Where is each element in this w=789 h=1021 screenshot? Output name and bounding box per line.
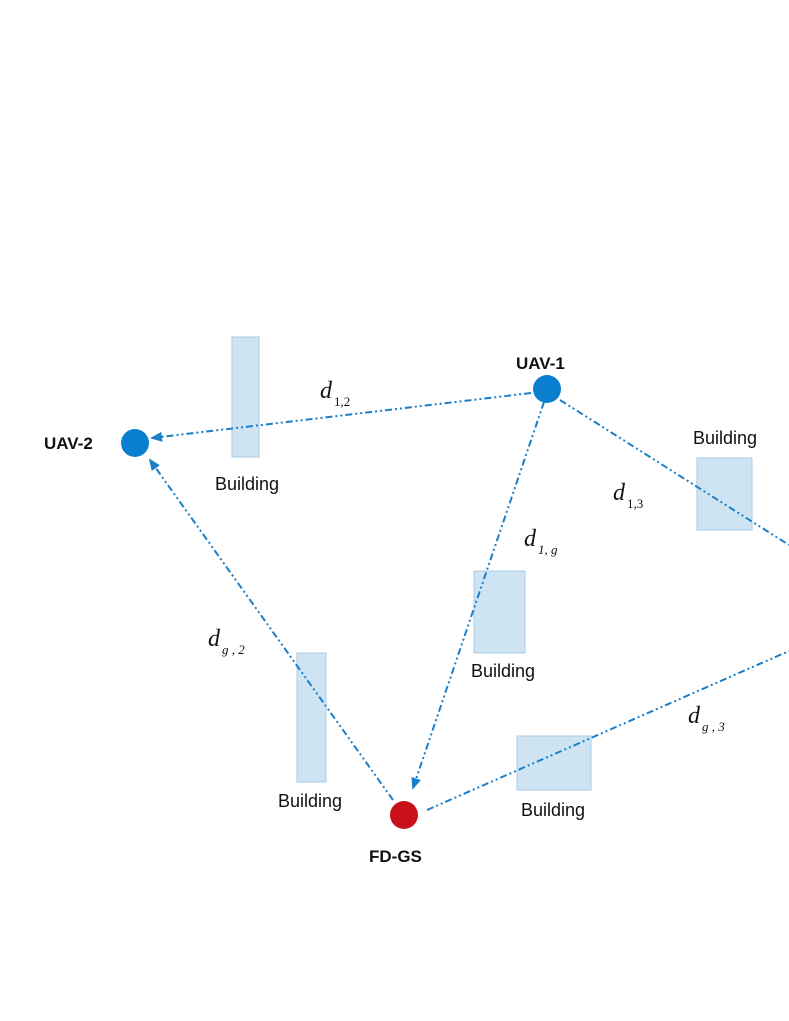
svg-text:d: d [320, 378, 333, 404]
building-3-label: Building [471, 661, 535, 681]
building-4-label: Building [521, 800, 585, 820]
svg-text:1,3: 1,3 [627, 496, 643, 511]
distance-d12-label: d 1,2 [320, 378, 350, 409]
building-5 [696, 457, 753, 531]
building-3 [473, 570, 526, 654]
svg-text:d: d [613, 480, 626, 506]
link-uav1-uav3 [559, 399, 789, 546]
link-uav1-gs [411, 401, 545, 790]
svg-text:1,2: 1,2 [334, 394, 350, 409]
building-5-label: Building [693, 428, 757, 448]
svg-text:g , 3: g , 3 [702, 719, 725, 734]
svg-text:g , 2: g , 2 [222, 642, 245, 657]
svg-text:d: d [208, 626, 221, 652]
link-uav1-uav2 [150, 392, 532, 442]
building-2 [296, 652, 327, 783]
building-1-label: Building [215, 474, 279, 494]
link-gs-uav3 [426, 650, 789, 811]
distance-d13-label: d 1,3 [613, 480, 643, 511]
svg-text:1, g: 1, g [538, 542, 558, 557]
distance-d1g-label: d 1, g [524, 526, 558, 557]
uav2-label: UAV-2 [44, 434, 93, 453]
building-1 [231, 336, 260, 458]
uav1-node [533, 375, 561, 403]
uav2-node [121, 429, 149, 457]
svg-text:d: d [688, 703, 701, 729]
distance-dg3-label: d g , 3 [688, 703, 725, 734]
ground-station-label: FD-GS [369, 847, 422, 866]
building-4 [516, 735, 592, 791]
building-2-label: Building [278, 791, 342, 811]
svg-text:d: d [524, 526, 537, 552]
link-gs-uav2 [148, 458, 394, 801]
ground-station-node [390, 801, 418, 829]
uav1-label: UAV-1 [516, 354, 565, 373]
distance-dg2-label: d g , 2 [208, 626, 245, 657]
